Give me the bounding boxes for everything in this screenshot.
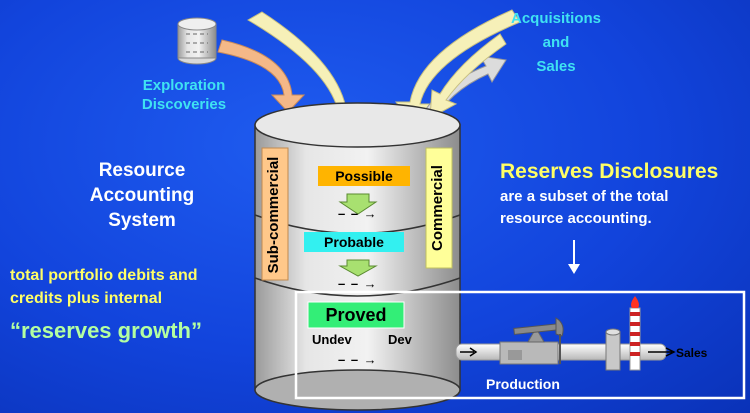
portfolio-line2: credits plus internal — [10, 290, 163, 307]
probable-to-proved-arrow — [338, 259, 378, 277]
proved-label: Proved — [325, 305, 387, 325]
acquisitions-label-line1: Acquisitions — [510, 10, 601, 27]
possible-dash-arrow: – – → — [338, 206, 378, 221]
resource-system-line1: Resource — [98, 160, 186, 181]
commercial-label: Commercial — [429, 165, 446, 251]
possible-box — [318, 166, 410, 186]
disclosures-title: Reserves Disclosures — [500, 160, 719, 183]
dev-label: Dev — [388, 332, 412, 347]
commercial-band — [425, 147, 453, 269]
disclosures-text: are a subset of the total resource accou… — [500, 186, 668, 230]
acquisition-arrow-3 — [429, 33, 507, 119]
disclosures-line2: resource accounting. — [500, 210, 652, 227]
acquisitions-label-line3: Sales — [536, 58, 576, 75]
possible-label: Possible — [335, 168, 393, 184]
exploration-label-line2: Discoveries — [141, 96, 227, 113]
portfolio-line1: total portfolio debits and — [10, 267, 198, 284]
pumpjack-icon — [499, 317, 564, 365]
production-label: Production — [486, 376, 560, 392]
acquisitions-label: Acquisitions and Sales — [508, 7, 604, 79]
proved-dash-arrow: – – → — [338, 352, 378, 367]
resource-system-line2: Accounting — [89, 185, 195, 206]
database-icon — [177, 17, 217, 65]
sales-arrow-out — [648, 347, 676, 357]
sales-label: Sales — [676, 346, 708, 360]
acquisitions-label-line2: and — [542, 34, 570, 51]
undev-label: Undev — [312, 332, 352, 347]
probable-box — [304, 232, 404, 252]
disclosures-line1: are a subset of the total — [500, 188, 669, 205]
probable-label: Probable — [324, 234, 384, 250]
refinery-icon — [605, 296, 641, 371]
resource-system-label: Resource Accounting System — [68, 158, 216, 233]
resource-system-line3: System — [108, 210, 176, 231]
probable-dash-arrow: – – → — [338, 276, 378, 291]
production-box — [294, 290, 746, 400]
sub-commercial-label: Sub-commercial — [265, 156, 282, 274]
reserves-growth-label: “reserves growth” — [10, 318, 202, 343]
exploration-label: Exploration Discoveries — [130, 76, 238, 114]
proved-box — [307, 301, 405, 329]
sub-commercial-band — [261, 147, 289, 281]
flare-icon — [631, 296, 639, 308]
exploration-label-line1: Exploration — [142, 77, 226, 94]
possible-to-probable-arrow — [338, 193, 378, 215]
portfolio-text: total portfolio debits and credits plus … — [10, 264, 198, 310]
